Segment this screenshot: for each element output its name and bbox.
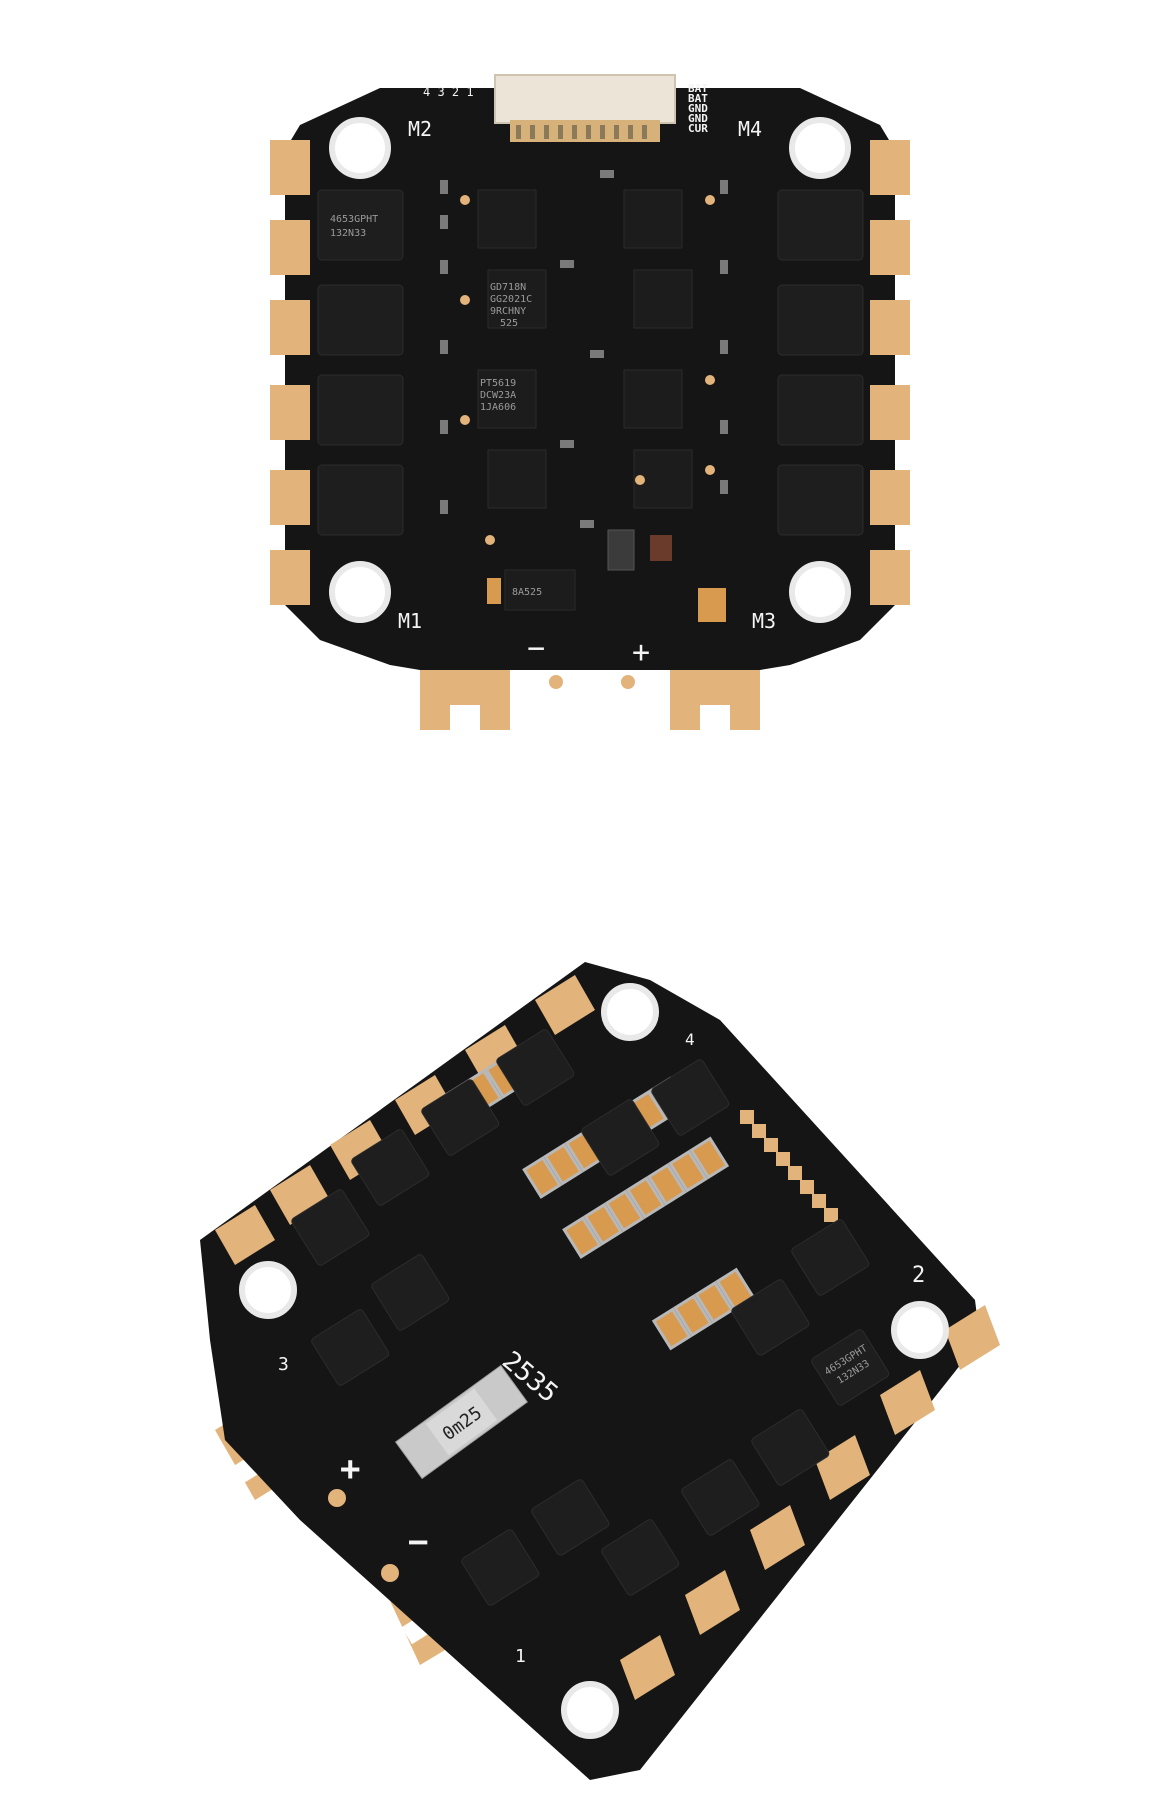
gold-test-points	[460, 195, 715, 545]
battery-tab-left	[420, 660, 510, 730]
esc-board-top: 4 3 2 1 BAT BAT GND GND CUR M2 M4 M1 M3 …	[270, 74, 910, 730]
motor-pads-lower-right	[620, 1305, 1000, 1700]
tantalum-cap	[650, 535, 672, 561]
svg-text:BAT: BAT	[688, 82, 708, 95]
polarity-minus-label: −	[408, 1522, 428, 1562]
svg-text:4653GPHT: 4653GPHT	[330, 214, 378, 225]
connector-pin-labels: BAT BAT GND GND CUR	[688, 82, 708, 135]
pad-number-2: 2	[912, 1263, 925, 1288]
pad-number-4: 4	[685, 1030, 695, 1049]
capacitor-left	[487, 578, 501, 604]
svg-text:GND: GND	[688, 102, 708, 115]
passive-components	[440, 170, 728, 528]
inductor	[607, 529, 635, 571]
esc-board-bottom-photo: 4 2 3 1 + − 2535 0m25	[0, 900, 1175, 1800]
motor-label-m2: M2	[408, 117, 432, 141]
motor-label-m4: M4	[738, 117, 762, 141]
current-shunt: 0m25	[394, 1364, 528, 1480]
svg-text:GD718N: GD718N	[490, 282, 526, 293]
polarity-minus-label: −	[527, 631, 545, 666]
test-pad-plus	[328, 1489, 346, 1507]
mosfets-right	[777, 189, 864, 536]
polarity-plus-label: +	[340, 1449, 360, 1489]
capacitor-bank-bottom	[651, 1267, 756, 1351]
motor-pads-right	[870, 140, 910, 605]
motor-label-m3: M3	[752, 609, 776, 633]
svg-text:525: 525	[500, 318, 518, 329]
motor-label-m1: M1	[398, 609, 422, 633]
esc-board-top-photo: 4 3 2 1 BAT BAT GND GND CUR M2 M4 M1 M3 …	[0, 0, 1175, 760]
svg-text:132N33: 132N33	[330, 228, 366, 239]
mosfets	[291, 1029, 890, 1606]
polarity-plus-label: +	[632, 635, 650, 670]
regulator-marking: 8A525	[512, 587, 542, 598]
motor-pads-left	[270, 140, 310, 605]
svg-text:CUR: CUR	[688, 122, 708, 135]
svg-text:GG2021C: GG2021C	[490, 294, 532, 305]
test-pad-plus	[621, 675, 635, 689]
svg-text:GND: GND	[688, 112, 708, 125]
motor-pads-upper-left	[215, 975, 595, 1265]
mounting-holes	[239, 983, 949, 1739]
signal-connector	[494, 74, 676, 142]
test-pad-minus	[381, 1564, 399, 1582]
esc-board-bottom: 4 2 3 1 + − 2535 0m25	[200, 962, 1000, 1780]
pad-number-3: 3	[278, 1354, 289, 1375]
svg-text:1JA606: 1JA606	[480, 402, 516, 413]
battery-tab-right	[670, 660, 760, 730]
pin-number-label: 4 3 2 1	[423, 85, 474, 99]
voltage-regulator	[504, 569, 576, 611]
svg-text:9RCHNY: 9RCHNY	[490, 306, 526, 317]
svg-text:PT5619: PT5619	[480, 378, 516, 389]
capacitor-right	[698, 588, 726, 622]
pad-number-1: 1	[515, 1646, 526, 1667]
signal-pads	[740, 1110, 838, 1222]
mounting-holes	[329, 117, 851, 623]
pcb-body	[285, 88, 895, 670]
svg-text:DCW23A: DCW23A	[480, 390, 516, 401]
test-pad-minus	[549, 675, 563, 689]
mosfets-left: 4653GPHT 132N33	[317, 189, 404, 536]
capacitor-bank-middle-2	[562, 1136, 730, 1259]
svg-text:BAT: BAT	[688, 92, 708, 105]
